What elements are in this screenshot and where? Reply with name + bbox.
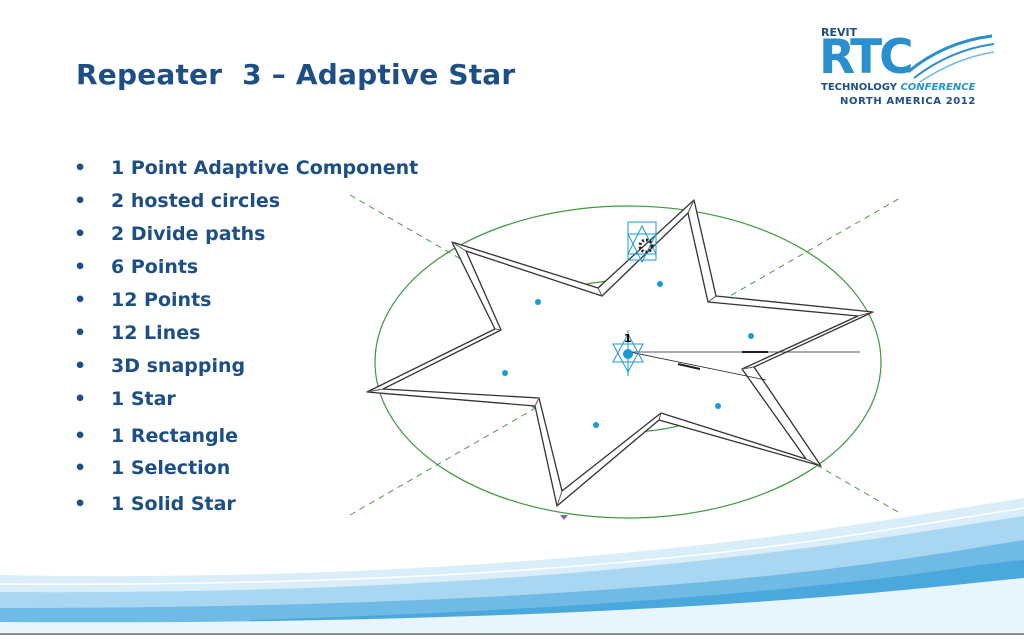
- bullet-text: 12 Lines: [111, 322, 201, 344]
- star-edge-lines: [366, 199, 874, 507]
- bullet-dot: •: [74, 355, 87, 377]
- star-edge-line: [741, 366, 755, 370]
- blue-wave-graphic: [0, 498, 1024, 635]
- bullet-dot: •: [74, 190, 87, 212]
- outer-hosted-circle: [374, 205, 882, 519]
- bullet-text: 12 Points: [111, 289, 212, 311]
- bullet-text: 1 Selection: [111, 457, 231, 479]
- star-edge-line: [451, 241, 467, 252]
- bullet-text: 2 Divide paths: [111, 223, 266, 245]
- adaptive-star-diagram: 1: [349, 194, 901, 520]
- dashed-guide-line: [349, 197, 901, 516]
- bullet-text: 3D snapping: [111, 355, 246, 377]
- dimension-tick: [677, 363, 701, 370]
- hosted-point-marker: [627, 221, 657, 264]
- divide-node: [502, 370, 508, 376]
- adaptive-point-marker: [612, 330, 644, 376]
- bullet-text: 2 hosted circles: [111, 190, 281, 212]
- star-edge-line: [707, 295, 717, 303]
- marker-triangle: [627, 233, 657, 264]
- bullet-text: 1 Rectangle: [111, 425, 239, 447]
- point-number: 1: [624, 332, 632, 345]
- star-edge-line: [366, 388, 384, 393]
- slide-title: Repeater 3 – Adaptive Star: [76, 58, 516, 91]
- grip-icon: [638, 238, 654, 254]
- divide-node: [715, 403, 721, 409]
- bottom-rule: [0, 633, 1024, 635]
- bullet-dot: •: [74, 223, 87, 245]
- star-edge-line: [687, 199, 695, 214]
- logo-technology-text: TECHNOLOGY: [821, 82, 897, 93]
- star-solid: [366, 199, 874, 507]
- bullet-dot: •: [74, 322, 87, 344]
- adaptive-point-icon: [623, 349, 633, 359]
- bullet-dot: •: [74, 256, 87, 278]
- logo-revit-text: REVIT: [821, 26, 858, 39]
- reference-lines: [629, 351, 860, 381]
- logo-rtc-text: RTC: [819, 30, 914, 85]
- divide-node: [535, 299, 541, 305]
- star-edge-line: [534, 397, 540, 407]
- logo-region-text: NORTH AMERICA 2012: [840, 96, 976, 107]
- dashed-guide-lines: [349, 194, 901, 516]
- bullet-text: 1 Point Adaptive Component: [111, 157, 419, 179]
- divide-path-nodes: [502, 281, 754, 428]
- marker-box: [627, 221, 657, 261]
- logo-swoosh-icon: [907, 34, 995, 83]
- bullet-dot: •: [74, 425, 87, 447]
- bullet-dot: •: [74, 388, 87, 410]
- star-edge-line: [556, 490, 563, 507]
- section-marker-icon: [560, 515, 568, 520]
- wave-highlight: [0, 507, 1024, 585]
- star-edge-line: [494, 328, 502, 331]
- bullet-text: 1 Solid Star: [111, 493, 236, 515]
- logo-technology-conference: TECHNOLOGY CONFERENCE: [821, 82, 975, 93]
- marker-triangle: [627, 224, 657, 255]
- reference-line: [629, 351, 767, 381]
- bullet-dot: •: [74, 157, 87, 179]
- wave-band: [0, 578, 1024, 635]
- divide-node: [657, 281, 663, 287]
- rtc-logo: REVIT RTC TECHNOLOGY CONFERENCE NORTH AM…: [818, 26, 998, 116]
- star-edge-line: [805, 458, 822, 467]
- divide-node: [593, 422, 599, 428]
- star-edge-line: [658, 412, 662, 421]
- bullet-dot: •: [74, 493, 87, 515]
- divide-node: [748, 333, 754, 339]
- logo-conference-text: CONFERENCE: [900, 82, 976, 93]
- bullet-dot: •: [74, 457, 87, 479]
- star-edge-line: [597, 287, 603, 297]
- star-edge-line: [857, 311, 874, 317]
- bullet-text: 1 Star: [111, 388, 176, 410]
- bullet-dot: •: [74, 289, 87, 311]
- bullet-text: 6 Points: [111, 256, 199, 278]
